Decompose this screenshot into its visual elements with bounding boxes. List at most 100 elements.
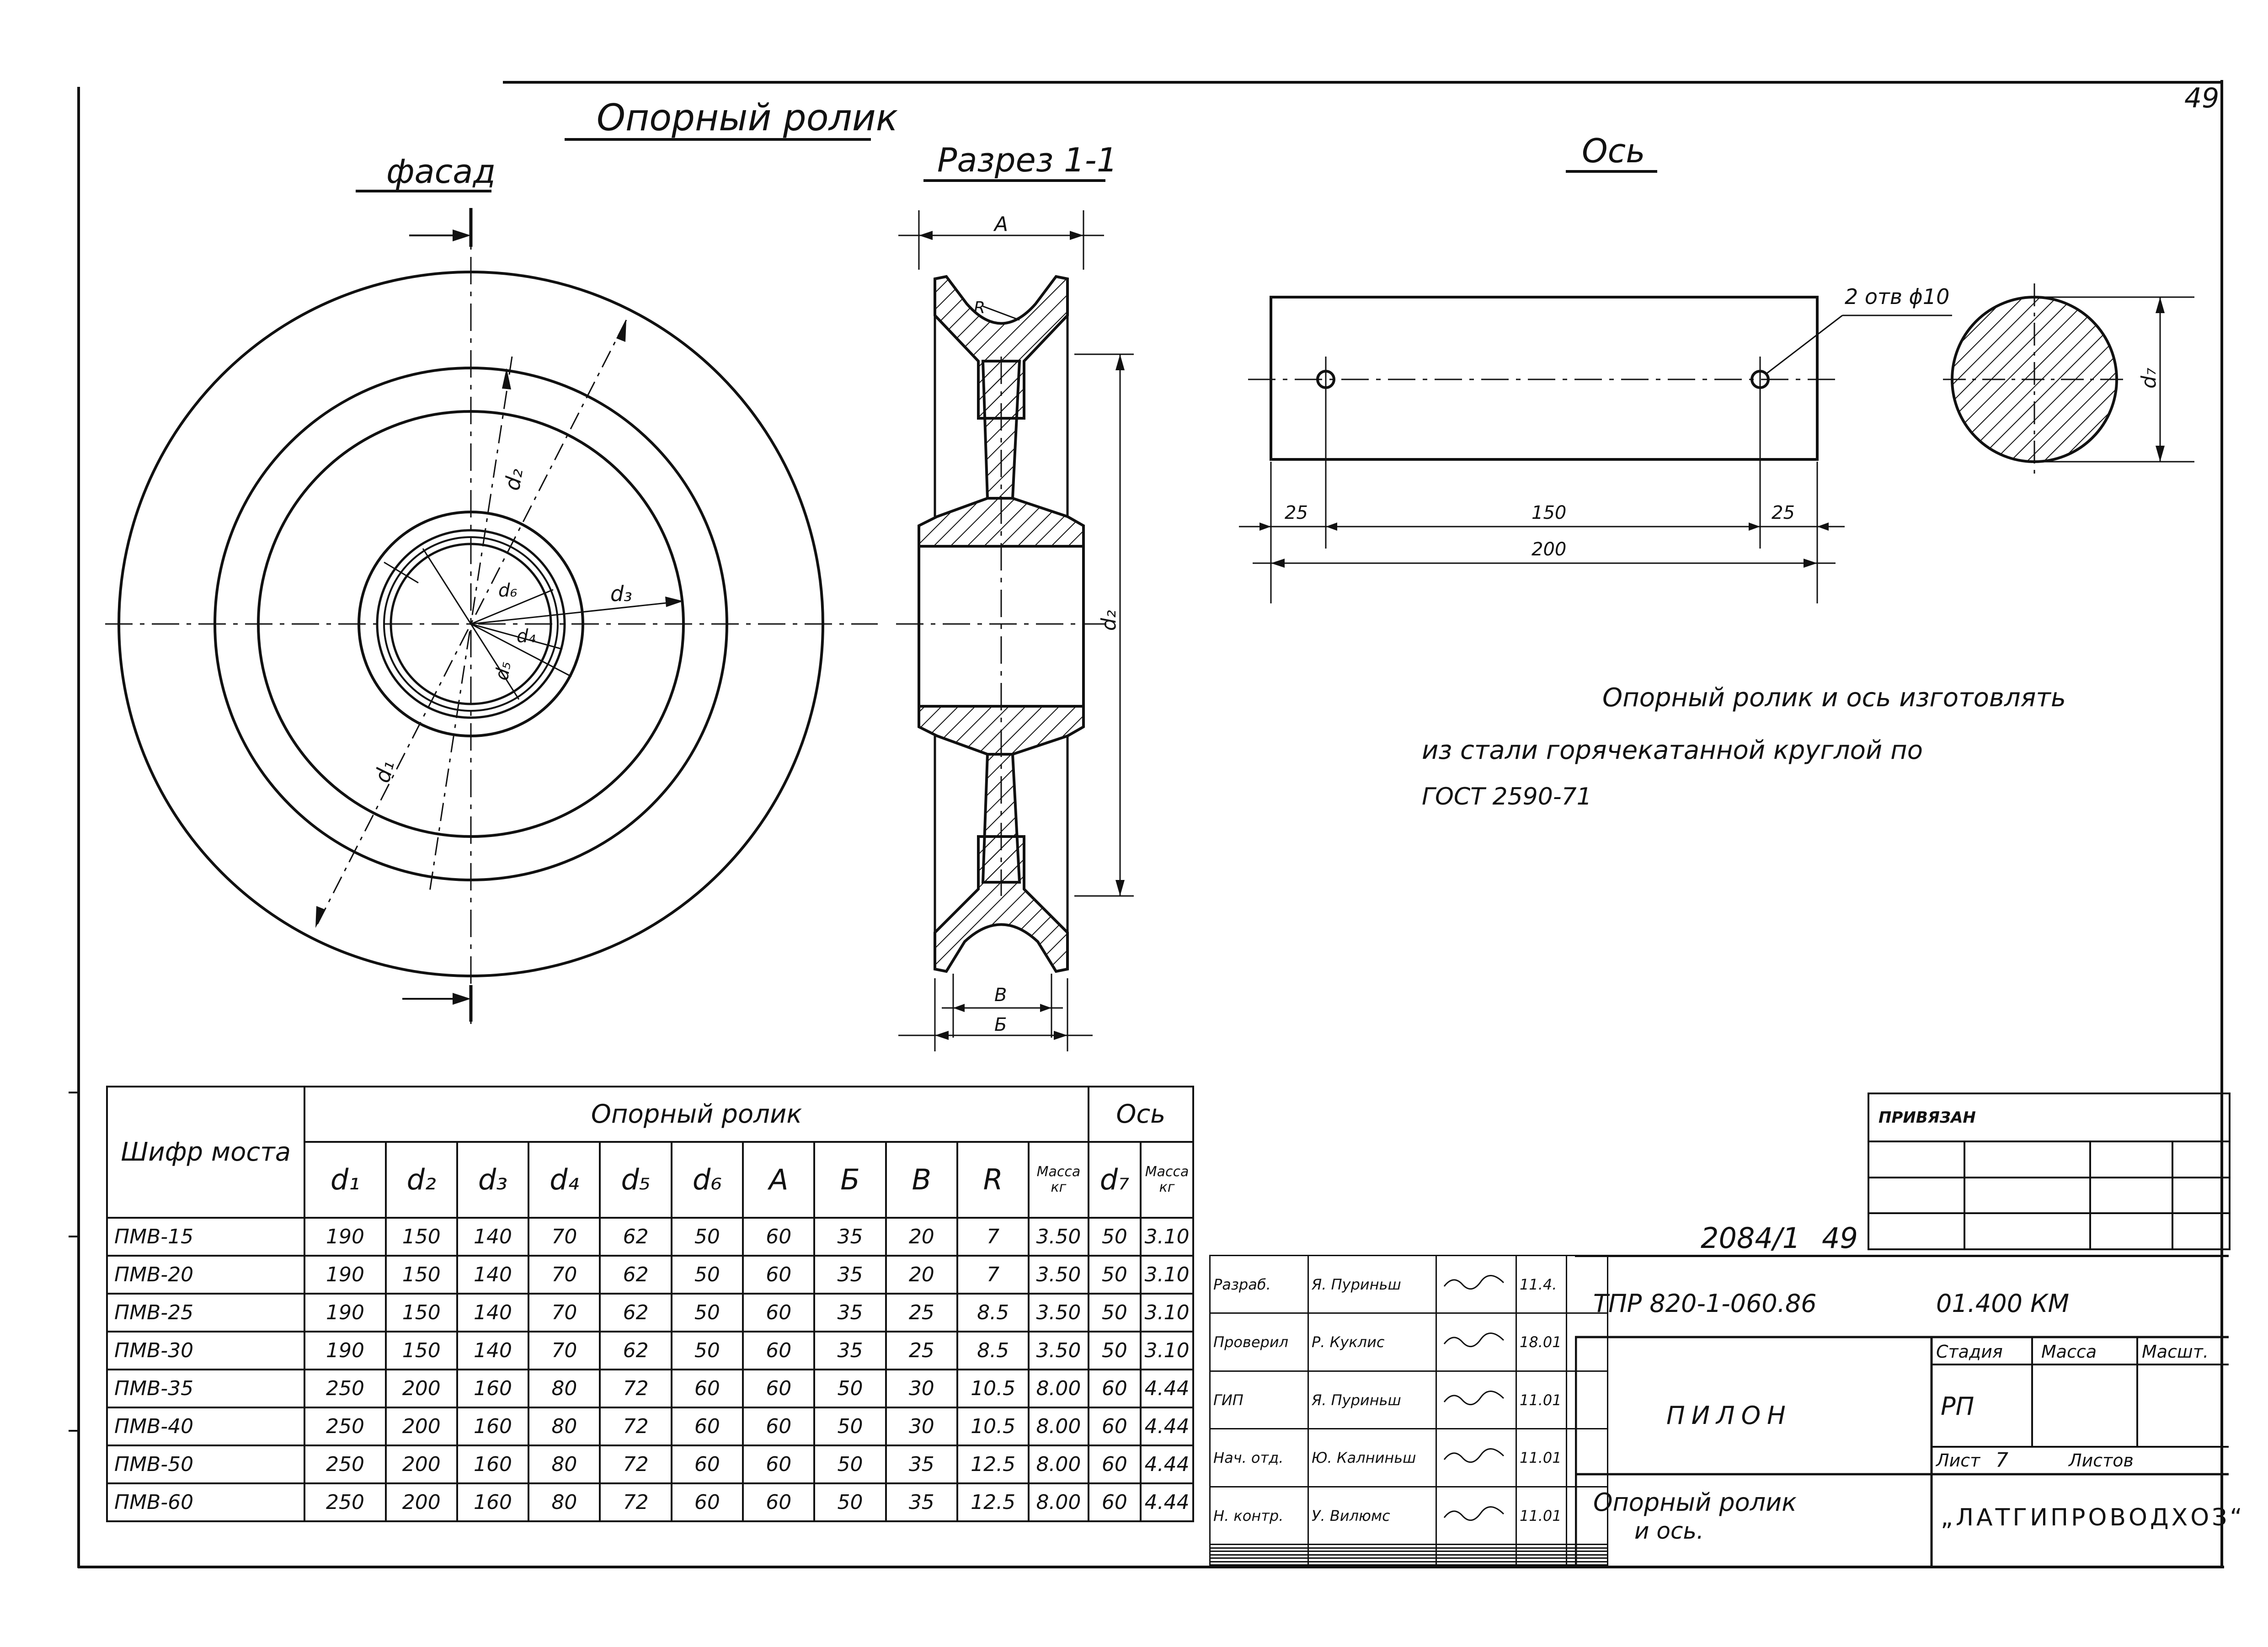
stamp-row [1209,1561,1608,1566]
col-header: A [742,1141,816,1219]
value-cell: 60 [1087,1406,1142,1446]
bridge-code-cell: ПМВ-60 [106,1482,306,1523]
value-cell: 20 [885,1216,958,1257]
role-cell [1209,1561,1309,1566]
value-cell: 190 [304,1254,387,1295]
value-cell: 72 [599,1444,672,1484]
value-cell: 250 [304,1368,387,1408]
value-cell: 190 [304,1330,387,1370]
value-cell: 3.10 [1140,1292,1194,1333]
value-cell: 60 [1087,1368,1142,1408]
sheet-label: Лист [1936,1450,1980,1471]
signature-cell [1436,1561,1517,1566]
section-label-A: A [993,213,1008,236]
value-cell: 200 [384,1406,458,1446]
extra-cell [1566,1561,1608,1566]
date-cell [1516,1561,1567,1566]
value-cell: 35 [813,1292,887,1333]
value-cell: 250 [304,1444,387,1484]
value-cell: 160 [456,1406,530,1446]
bridge-code-cell: ПМВ-25 [106,1292,306,1333]
role-cell [1209,1557,1309,1562]
value-cell: 140 [456,1292,530,1333]
value-cell: 70 [528,1254,601,1295]
organization: „ЛАТГИПРОВОДХОЗ“ [1941,1504,2245,1531]
extra-cell [1566,1254,1608,1314]
value-cell: 60 [742,1330,816,1370]
col-header-code: Шифр моста [106,1086,306,1219]
value-cell: 7 [956,1254,1030,1295]
value-cell: 60 [742,1406,816,1446]
value-cell: 80 [528,1368,601,1408]
group-header-roller: Опорный ролик [304,1086,1089,1143]
date-cell: 11.4. [1516,1254,1567,1314]
section-label-B: B [994,985,1007,1006]
drawing-title-2: и ось. [1634,1518,1704,1544]
value-cell: 60 [670,1406,744,1446]
role-cell: Разраб. [1209,1254,1309,1314]
value-cell: 35 [813,1330,887,1370]
signature-cell [1436,1547,1517,1552]
section-label-R: R [974,298,985,317]
extra-cell [1566,1547,1608,1552]
signature-cell [1436,1551,1517,1556]
title-block-lines [1575,1255,2229,1566]
date-cell: 11.01 [1516,1428,1567,1487]
extra-cell [1566,1544,1608,1549]
value-cell: 4.44 [1140,1482,1194,1523]
sheet-frame [69,80,2224,1568]
name-cell [1307,1547,1437,1552]
extra-cell [1566,1428,1608,1487]
signature-scribble [1443,1333,1505,1348]
facade-title: фасад [386,152,496,191]
col-header: Б [813,1141,887,1219]
value-cell: 60 [742,1482,816,1523]
binding-number: 2084/1 [1701,1221,1800,1255]
name-cell [1307,1554,1437,1559]
value-cell: 50 [813,1406,887,1446]
facade-label-d1: d₁ [369,758,399,785]
value-cell: 250 [304,1406,387,1446]
bridge-code-cell: ПМВ-20 [106,1254,306,1295]
value-cell: 30 [885,1368,958,1408]
value-cell: 72 [599,1406,672,1446]
signature-cell [1436,1370,1517,1430]
value-cell: 10.5 [956,1406,1030,1446]
stamp-row [1209,1547,1608,1552]
value-cell: 60 [742,1368,816,1408]
date-cell [1516,1544,1567,1549]
role-cell: Н. контр. [1209,1486,1309,1546]
binding-sheet: 49 [1822,1221,1858,1255]
value-cell: 8.00 [1028,1406,1089,1446]
name-cell [1307,1544,1437,1549]
value-cell: 62 [599,1292,672,1333]
axle-body [1270,296,1819,461]
axle-view: 2 отв ϕ10 d₇ 25 150 25 200 [1239,283,2194,603]
title-block: ТПР 820-1-060.86 01.400 КМ ПИЛОН Стадия … [1575,1255,2242,1566]
doc-code: ТПР 820-1-060.86 [1593,1289,1817,1318]
signature-scribble [1443,1274,1505,1290]
role-cell [1209,1551,1309,1556]
value-cell: 25 [885,1330,958,1370]
stamp-row [1209,1544,1608,1549]
stamp-row [1209,1554,1608,1559]
signature-cell [1436,1554,1517,1559]
col-header: d₃ [456,1141,530,1219]
value-cell: 60 [742,1444,816,1484]
value-cell: 60 [742,1292,816,1333]
role-cell [1209,1547,1309,1552]
value-cell: 60 [670,1444,744,1484]
value-cell: 200 [384,1482,458,1523]
value-cell: 35 [885,1444,958,1484]
signature-scribble [1443,1506,1505,1521]
value-cell: 3.10 [1140,1330,1194,1370]
axle-dim-25-left: 25 [1285,502,1308,523]
value-cell: 150 [384,1292,458,1333]
value-cell: 4.44 [1140,1406,1194,1446]
facade-label-d6: d₆ [498,580,517,601]
